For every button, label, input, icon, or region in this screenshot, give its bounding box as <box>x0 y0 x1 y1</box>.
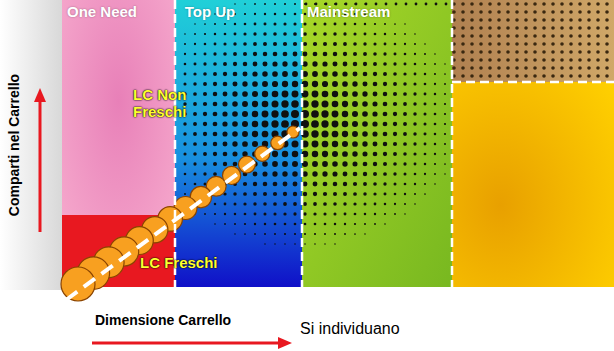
segment-band: One Need <box>62 0 175 287</box>
note-text: Si individuano <box>300 320 500 338</box>
axis-title: Dimensione Carrello <box>95 312 285 328</box>
axis-title: Comparti nel Carrello <box>6 74 22 216</box>
segment-title: Top Up <box>180 3 240 20</box>
segment-label: LC Freschi <box>140 254 250 271</box>
segment-band: Top Up <box>175 0 302 287</box>
segment-title: Mainstream <box>307 3 447 20</box>
segment-label: LC Non Freschi <box>133 86 218 121</box>
segment-band: Mainstream <box>302 0 452 287</box>
segment-title: One Need <box>67 3 172 20</box>
